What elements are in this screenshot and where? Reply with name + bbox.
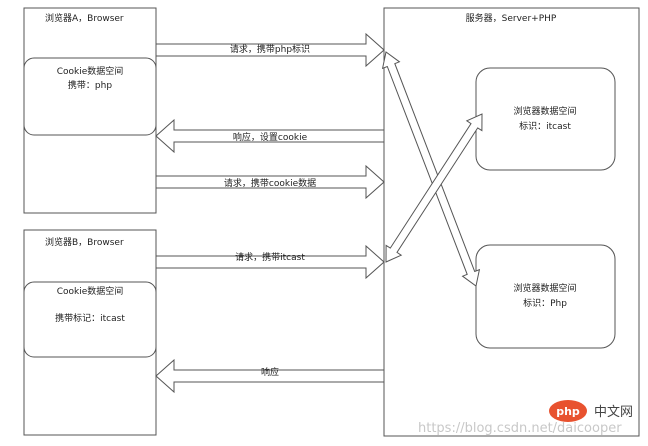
- browser-b-panel: 浏览器B，Browser Cookie数据空间 携带标记：itcast: [23, 229, 157, 436]
- diagonal-arrow-b-to-space-itcast: [385, 113, 483, 263]
- browser-a-cookie-title: Cookie数据空间: [57, 65, 124, 77]
- label-b-response: 响应: [261, 366, 279, 378]
- server-space-2-label: 标识：Php: [523, 297, 567, 309]
- server-space-1-title: 浏览器数据空间: [513, 105, 576, 117]
- diagonal-arrows: [381, 51, 483, 287]
- label-a-response-set-cookie: 响应，设置cookie: [233, 131, 308, 143]
- watermark-cn-text: 中文网: [594, 405, 633, 420]
- arrow-a-request-php: [155, 32, 385, 68]
- browser-a-title: 浏览器A，Browser: [45, 12, 124, 24]
- browser-b-cookie-content: 携带标记：itcast: [55, 312, 125, 324]
- label-a-request-cookie: 请求，携带cookie数据: [224, 177, 316, 189]
- label-a-request-php: 请求，携带php标识: [230, 43, 310, 55]
- arrow-a-response-set-cookie: [155, 118, 385, 154]
- browser-b-title: 浏览器B，Browser: [45, 236, 124, 248]
- php-logo: [549, 400, 587, 422]
- arrow-a-request-cookie: [155, 164, 385, 200]
- browser-a-cookie-space: [23, 57, 157, 136]
- server-space-2-title: 浏览器数据空间: [513, 282, 576, 294]
- arrow-b-response: [155, 358, 385, 394]
- label-b-request-itcast: 请求，携带itcast: [235, 251, 305, 263]
- browser-a-panel: 浏览器A，Browser Cookie数据空间 携带：php: [23, 7, 157, 214]
- arrow-b-request-itcast: [155, 244, 385, 280]
- server-space-2: [475, 244, 616, 349]
- diagonal-arrow-a-to-space-php: [381, 51, 481, 287]
- server-title: 服务器，Server+PHP: [466, 12, 557, 24]
- browser-b-cookie-title: Cookie数据空间: [57, 285, 124, 297]
- php-logo-text: php: [556, 405, 580, 418]
- server-space-1: [475, 67, 616, 171]
- browser-a-cookie-content: 携带：php: [68, 79, 112, 91]
- watermark: php 中文网 https://blog.csdn.net/daicooper: [418, 400, 633, 436]
- browser-b-cookie-space: [23, 281, 157, 358]
- watermark-url: https://blog.csdn.net/daicooper: [418, 421, 622, 436]
- server-space-1-label: 标识：itcast: [519, 120, 571, 132]
- server-panel: 服务器，Server+PHP 浏览器数据空间 标识：itcast 浏览器数据空间…: [383, 7, 640, 437]
